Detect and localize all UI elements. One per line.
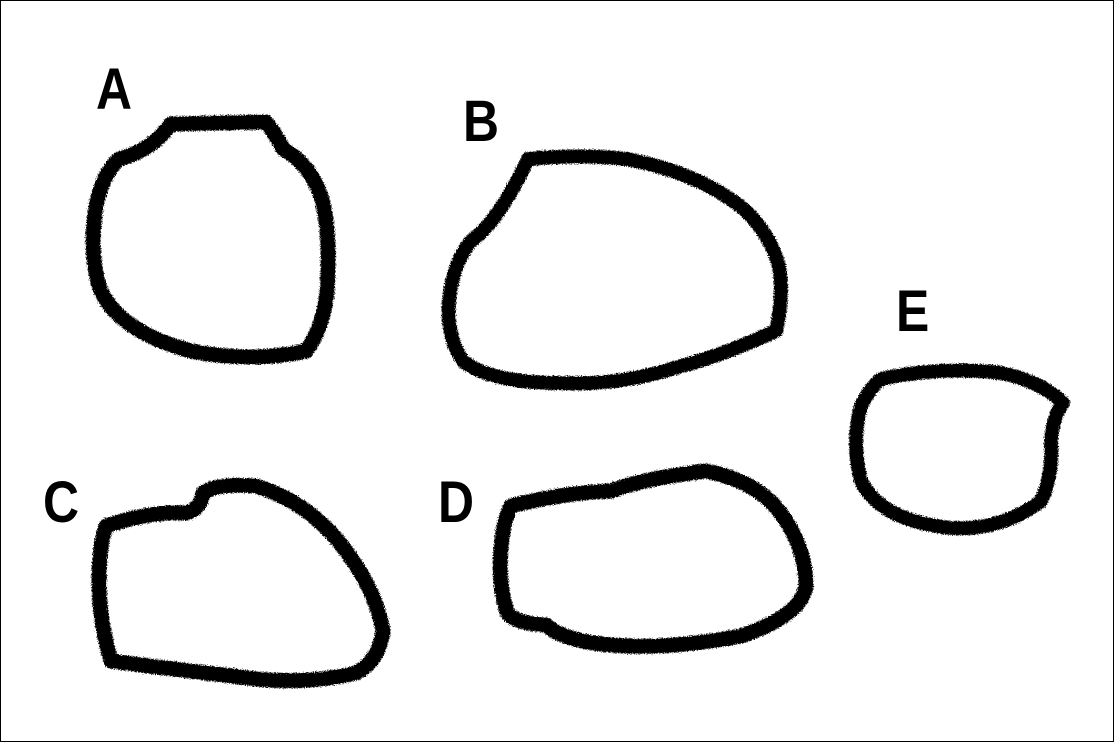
label-c: C <box>43 470 80 535</box>
outline-d <box>492 463 814 654</box>
label-e: E <box>896 279 930 344</box>
outline-b <box>441 149 788 391</box>
label-a: A <box>96 57 133 122</box>
outline-a <box>85 114 336 365</box>
outline-c <box>91 477 391 689</box>
outline-e <box>849 363 1070 536</box>
label-b: B <box>463 89 500 154</box>
label-d: D <box>438 470 475 535</box>
